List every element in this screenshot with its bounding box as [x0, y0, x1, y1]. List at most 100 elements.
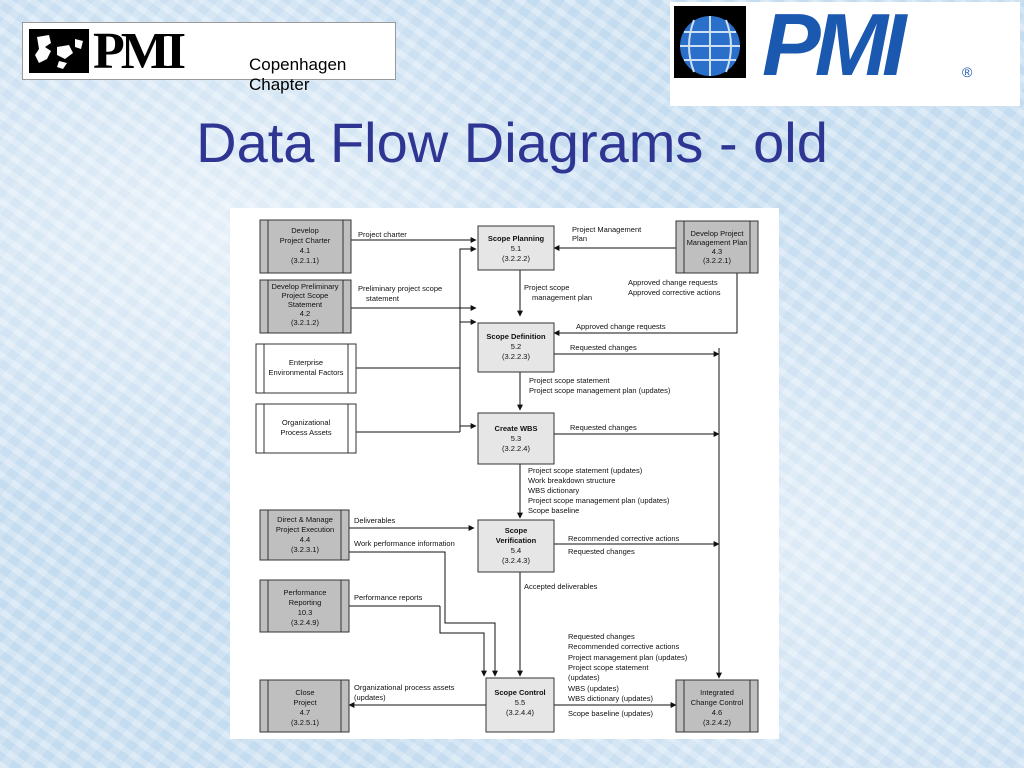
box-line: Project Scope — [282, 291, 329, 300]
flow-label: Organizational process assets — [354, 683, 455, 692]
flow-label: Requested changes — [568, 547, 635, 556]
registered-mark: ® — [962, 64, 973, 80]
process-ref: (3.2.2.2) — [502, 254, 530, 263]
flow-label: Scope baseline (updates) — [568, 709, 654, 718]
process-title: Scope — [505, 526, 528, 535]
box-line: (3.2.4.9) — [291, 618, 319, 627]
box-line: Reporting — [289, 598, 322, 607]
data-flow-diagram: Develop Project Charter 4.1 (3.2.1.1) De… — [230, 208, 779, 739]
flow-label: statement — [366, 294, 400, 303]
flow-labels: Project charter Preliminary project scop… — [354, 225, 721, 718]
flow-label: Work breakdown structure — [528, 476, 615, 485]
box-line: Process Assets — [280, 428, 332, 437]
process-ref: (3.2.4.3) — [502, 556, 530, 565]
box-line: Develop Preliminary — [271, 282, 338, 291]
flow-lines — [348, 237, 738, 708]
flow-label: Project scope statement — [529, 376, 610, 385]
scope-verification-process: Scope Verification 5.4 (3.2.4.3) — [477, 519, 555, 573]
pmi-copenhagen-logo: PMI Copenhagen Chapter — [22, 22, 396, 94]
close-project-box: Close Project 4.7 (3.2.5.1) — [259, 679, 350, 733]
create-wbs-process: Create WBS 5.3 (3.2.2.4) — [477, 412, 555, 465]
box-line: Develop — [291, 226, 319, 235]
denmark-map-icon — [29, 29, 89, 73]
flow-label: WBS (updates) — [568, 684, 619, 693]
flow-label: Approved change requests — [628, 278, 718, 287]
direct-manage-execution-box: Direct & Manage Project Execution 4.4 (3… — [259, 509, 350, 561]
box-line: Performance — [284, 588, 327, 597]
chapter-name: Copenhagen Chapter — [249, 55, 347, 94]
box-line: Environmental Factors — [268, 368, 343, 377]
flow-label: Recommended corrective actions — [568, 642, 680, 651]
box-line: Management Plan — [687, 238, 748, 247]
box-line: (3.2.2.1) — [703, 256, 731, 265]
develop-pm-plan-box: Develop Project Management Plan 4.3 (3.2… — [675, 220, 759, 274]
box-line: 4.1 — [300, 246, 310, 255]
flow-label: Requested changes — [570, 423, 637, 432]
develop-project-charter-box: Develop Project Charter 4.1 (3.2.1.1) — [259, 219, 352, 274]
box-line: Direct & Manage — [277, 515, 333, 524]
flow-label: Accepted deliverables — [524, 582, 598, 591]
flow-label: Requested changes — [570, 343, 637, 352]
box-line: Project Execution — [276, 525, 334, 534]
process-number: 5.2 — [511, 342, 521, 351]
flow-label: Recommended corrective actions — [568, 534, 680, 543]
flow-label: Project management plan (updates) — [568, 653, 688, 662]
flow-label: Deliverables — [354, 516, 396, 525]
process-ref: (3.2.2.4) — [502, 444, 530, 453]
flow-label: WBS dictionary (updates) — [568, 694, 654, 703]
process-title: Verification — [496, 536, 537, 545]
flow-label: Scope baseline — [528, 506, 579, 515]
box-line: Change Control — [691, 698, 744, 707]
flow-label: Performance reports — [354, 593, 423, 602]
box-line: 10.3 — [298, 608, 313, 617]
flow-label: Project scope management plan (updates) — [528, 496, 670, 505]
box-line: Close — [295, 688, 314, 697]
process-number: 5.3 — [511, 434, 521, 443]
flow-label: Project scope — [524, 283, 569, 292]
scope-definition-process: Scope Definition 5.2 (3.2.2.3) — [477, 322, 555, 373]
globe-icon — [674, 6, 746, 78]
pmi-brand-text-large: PMI — [762, 0, 906, 94]
process-number: 5.1 — [511, 244, 521, 253]
box-line: 4.6 — [712, 708, 722, 717]
process-title: Create WBS — [495, 424, 538, 433]
box-line: Statement — [288, 300, 323, 309]
flow-label: WBS dictionary — [528, 486, 580, 495]
process-title: Scope Planning — [488, 234, 545, 243]
flow-label: Preliminary project scope — [358, 284, 442, 293]
box-line: 4.7 — [300, 708, 310, 717]
flow-label: Project Management — [572, 225, 642, 234]
organizational-assets-box: Organizational Process Assets — [255, 403, 357, 454]
process-title: Scope Definition — [486, 332, 546, 341]
box-line: Organizational — [282, 418, 331, 427]
process-number: 5.5 — [515, 698, 525, 707]
slide-title: Data Flow Diagrams - old — [196, 111, 828, 174]
flow-label: Approved corrective actions — [628, 288, 721, 297]
box-line: 4.2 — [300, 309, 310, 318]
process-ref: (3.2.2.3) — [502, 352, 530, 361]
box-line: Project Charter — [280, 236, 331, 245]
flow-label: Project scope statement (updates) — [528, 466, 643, 475]
flow-label: (updates) — [354, 693, 386, 702]
flow-label: Project charter — [358, 230, 407, 239]
process-number: 5.4 — [511, 546, 521, 555]
box-line: Project — [293, 698, 317, 707]
box-line: 4.4 — [300, 535, 310, 544]
box-line: (3.2.4.2) — [703, 718, 731, 727]
pmi-brand-text: PMI — [93, 23, 186, 80]
box-line: (3.2.1.2) — [291, 318, 319, 327]
box-line: 4.3 — [712, 247, 722, 256]
enterprise-environmental-box: Enterprise Environmental Factors — [255, 343, 357, 394]
process-title: Scope Control — [494, 688, 545, 697]
flow-label: (updates) — [568, 673, 600, 682]
flow-label: Approved change requests — [576, 322, 666, 331]
flow-label: Work performance information — [354, 539, 455, 548]
scope-control-process: Scope Control 5.5 (3.2.4.4) — [485, 677, 555, 733]
performance-reporting-box: Performance Reporting 10.3 (3.2.4.9) — [259, 579, 350, 633]
box-line: (3.2.1.1) — [291, 256, 319, 265]
box-line: Integrated — [700, 688, 734, 697]
flow-label: Requested changes — [568, 632, 635, 641]
box-line: Develop Project — [691, 229, 745, 238]
process-ref: (3.2.4.4) — [506, 708, 534, 717]
flow-label: Plan — [572, 234, 587, 243]
